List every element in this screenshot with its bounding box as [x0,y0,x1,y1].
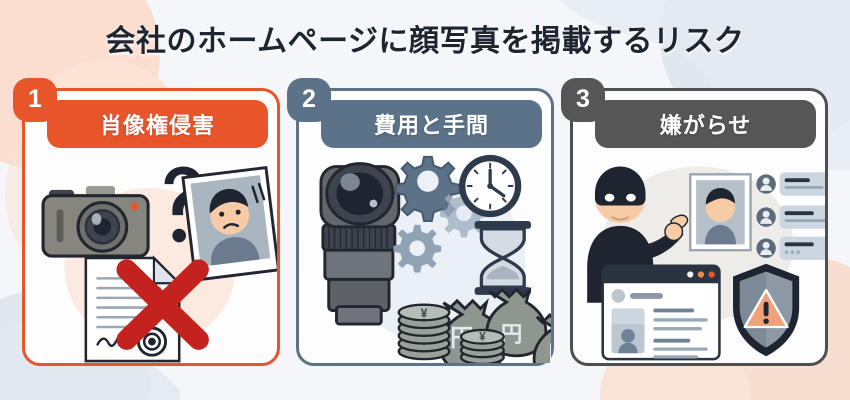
comment-list-icon [756,172,825,260]
card-number-badge-3: 3 [561,78,605,122]
card-3-illustration [587,166,825,361]
risk-cards-row: 1 肖像権侵害 [13,78,828,366]
portrait-photo-icon [181,165,277,282]
money-bag-yen-label-2: 円 [501,323,522,347]
portrait-photo-icon [689,173,752,252]
camera-icon [41,186,150,258]
card-header-2: 費用と手間 [321,100,542,148]
card-title-2: 費用と手間 [373,113,489,138]
page-title: 会社のホームページに顔写真を掲載するリスク [105,25,745,58]
card-body-1 [25,151,277,363]
comment-row [756,172,825,196]
card-1-illustration [41,165,277,363]
hourglass-icon [474,221,531,295]
comment-row [756,205,825,229]
card-title-1: 肖像権侵害 [99,113,215,138]
shield-warning-icon [733,263,800,357]
card-title-3: 嫌がらせ [659,113,752,138]
card-2-illustration: 円 円 円 [319,154,551,363]
red-cross-icon [116,259,209,350]
camera-lens-icon [319,162,401,326]
masked-thief-icon [587,166,689,303]
risk-card-2[interactable]: 2 費用と手間 [287,78,554,366]
clock-icon [459,154,522,218]
coin-stack-icon: ¥ ¥ [397,303,505,363]
card-number-badge-1: 1 [13,78,57,122]
card-body-2: 円 円 円 [299,151,551,363]
card-header-1: 肖像権侵害 [47,100,268,148]
card-number-badge-2: 2 [287,78,331,122]
browser-dot-2 [697,271,705,278]
risk-card-3[interactable]: 3 嫌がらせ [561,78,828,366]
money-bag-yen-label-3: 円 [549,342,551,363]
browser-dot-1 [687,271,694,278]
page-title-container: 会社のホームページに顔写真を掲載するリスク [0,16,850,60]
risk-card-1[interactable]: 1 肖像権侵害 [13,78,280,366]
coin-yen-label-2: ¥ [479,331,486,344]
card-header-3: 嫌がらせ [595,100,816,148]
coin-yen-label-1: ¥ [421,306,428,320]
comment-row [756,236,825,260]
browser-dot-3 [708,271,715,278]
card-body-3 [573,151,825,363]
browser-window-icon [601,264,721,361]
